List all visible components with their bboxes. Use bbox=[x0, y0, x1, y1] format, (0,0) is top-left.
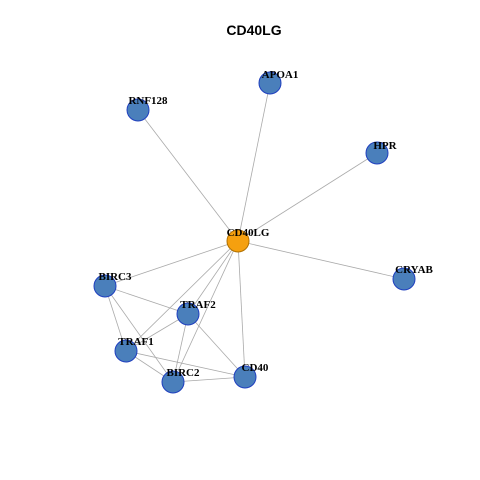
node-circle[interactable] bbox=[392, 267, 416, 291]
node-label: TRAF2 bbox=[180, 299, 216, 311]
node-circle[interactable] bbox=[365, 141, 389, 165]
edge-cd40lg-cd40 bbox=[237, 240, 246, 378]
node-birc3[interactable]: BIRC3 bbox=[93, 271, 132, 298]
node-traf1[interactable]: TRAF1 bbox=[114, 336, 154, 363]
node-label: TRAF1 bbox=[118, 336, 153, 348]
node-cd40lg[interactable]: CD40LG bbox=[226, 227, 270, 253]
node-label: CD40LG bbox=[227, 227, 270, 239]
edge-traf1-cd40 bbox=[125, 350, 246, 378]
node-label: BIRC2 bbox=[166, 367, 200, 379]
node-label: CD40 bbox=[242, 362, 269, 374]
edge-traf2-birc2 bbox=[172, 313, 189, 383]
edge-cd40lg-rnf128 bbox=[137, 109, 239, 242]
node-circle[interactable] bbox=[258, 71, 282, 95]
edge-cd40lg-traf1 bbox=[125, 240, 239, 352]
node-rnf128[interactable]: RNF128 bbox=[126, 95, 168, 122]
edge-birc3-traf2 bbox=[104, 285, 189, 315]
node-cd40[interactable]: CD40 bbox=[233, 362, 269, 389]
edge-cd40lg-cryab bbox=[237, 240, 405, 280]
node-traf2[interactable]: TRAF2 bbox=[176, 299, 216, 326]
edge-cd40lg-traf2 bbox=[187, 240, 239, 315]
node-circle[interactable] bbox=[114, 339, 138, 363]
node-circle[interactable] bbox=[226, 229, 250, 253]
node-label: APOA1 bbox=[262, 69, 299, 81]
edge-cd40lg-apoa1 bbox=[237, 82, 271, 242]
edge-birc2-cd40 bbox=[172, 376, 246, 383]
node-circle[interactable] bbox=[161, 370, 185, 394]
node-label: RNF128 bbox=[128, 95, 168, 107]
node-birc2[interactable]: BIRC2 bbox=[161, 367, 200, 394]
node-cryab[interactable]: CRYAB bbox=[392, 264, 434, 291]
edge-cd40lg-birc3 bbox=[104, 240, 239, 287]
node-circle[interactable] bbox=[93, 274, 117, 298]
edge-traf2-cd40 bbox=[187, 313, 246, 378]
node-label: CRYAB bbox=[395, 264, 433, 276]
node-hpr[interactable]: HPR bbox=[365, 140, 398, 165]
edge-birc3-birc2 bbox=[104, 285, 174, 383]
node-label: BIRC3 bbox=[98, 271, 132, 283]
graph-title: CD40LG bbox=[226, 22, 281, 38]
node-circle[interactable] bbox=[176, 302, 200, 326]
node-apoa1[interactable]: APOA1 bbox=[258, 69, 299, 95]
edge-traf2-traf1 bbox=[125, 313, 189, 352]
node-circle[interactable] bbox=[126, 98, 150, 122]
edge-cd40lg-birc2 bbox=[172, 240, 239, 383]
node-label: HPR bbox=[373, 140, 397, 152]
edge-cd40lg-hpr bbox=[237, 152, 378, 242]
node-circle[interactable] bbox=[233, 365, 257, 389]
